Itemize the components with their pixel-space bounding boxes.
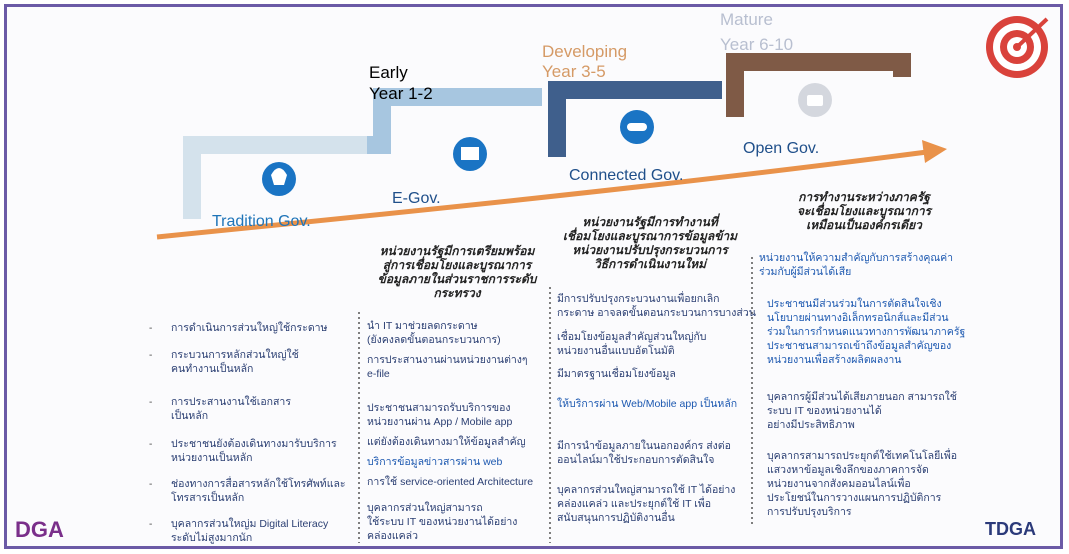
- tdga-logo: TDGA: [985, 519, 1036, 539]
- col1-item-6: บุคลากรส่วนใหญ่ม Digital Literacy ระดับไ…: [171, 518, 329, 544]
- col3-item-5: มีการนำข้อมูลภายในนอกองค์กร ส่งต่อ ออนไล…: [557, 440, 731, 466]
- col3-item-3: มีมาตรฐานเชื่อมโยงข้อมูล: [557, 368, 676, 380]
- col2-item-6: การใช้ service-oriented Architecture: [367, 476, 534, 488]
- stage-tradition-gov: Tradition Gov.: [212, 213, 311, 230]
- col3-item-2: เชื่อมโยงข้อมูลสำคัญส่วนใหญ่กับ หน่วยงาน…: [557, 331, 707, 357]
- maturity-staircase: [156, 16, 1049, 543]
- col2-item-3: ประชาชนสามารถรับบริการของ หน่วยงานผ่าน A…: [367, 402, 513, 428]
- col4-item-1: หน่วยงานให้ความสำคัญกับการสร้างคุณค่า ร่…: [759, 252, 954, 278]
- slide-stage: Early Year 1-2 Developing Year 3-5 Matur…: [7, 7, 1060, 546]
- col2-item-2: การประสานงานผ่านหน่วยงานต่างๆ e-file: [367, 354, 528, 380]
- level-mature-name: Mature: [720, 10, 773, 29]
- stage-connected-gov: Connected Gov.: [569, 167, 684, 184]
- step-tradition: [183, 136, 367, 219]
- col1-item-5: ช่องทางการสื่อสารหลักใช้โทรศัพท์และ โทรส…: [171, 478, 346, 504]
- col4-heading: การทำงานระหว่างภาครัฐ จะเชื่อมโยงและบูรณ…: [796, 190, 932, 232]
- step-open: [726, 53, 911, 117]
- col2-item-7: บุคลากรส่วนใหญ่สามารถ ใช้ระบบ IT ของหน่ว…: [367, 502, 518, 542]
- growth-arrowhead: [922, 140, 947, 163]
- growth-arrow: [156, 149, 928, 240]
- dga-logo: DGA: [15, 517, 64, 542]
- col4-item-3: บุคลากรผู้มีส่วนได้เสียภายนอก สามารถใช้ …: [767, 391, 957, 431]
- col3-item-6: บุคลากรส่วนใหญ่สามารถใช้ IT ได้อย่าง คล่…: [557, 484, 736, 524]
- col2-item-1: นำ IT มาช่วยลดกระดาษ (ยังคงลดขั้นตอนกระบ…: [367, 320, 501, 346]
- level-early-name: Early: [369, 63, 408, 82]
- col2-item-5: บริการข้อมูลข่าวสารผ่าน web: [367, 456, 503, 468]
- stage-e-gov: E-Gov.: [392, 190, 441, 207]
- col1-item-4: ประชาชนยังต้องเดินทางมารับบริการ หน่วยงา…: [171, 438, 337, 464]
- slide-frame: Early Year 1-2 Developing Year 3-5 Matur…: [4, 4, 1063, 549]
- col3-item-4: ให้บริการผ่าน Web/Mobile app เป็นหลัก: [557, 398, 738, 410]
- step-egov: [367, 88, 542, 154]
- level-mature-years: Year 6-10: [720, 35, 794, 54]
- col1-item-3: การประสานงานใช้เอกสาร เป็นหลัก: [171, 396, 291, 422]
- col3-item-1: มีการปรับปรุงกระบวนงานเพื่อยกเลิก กระดาษ…: [557, 293, 756, 319]
- stage-open-gov: Open Gov.: [743, 140, 820, 157]
- step-connected: [548, 81, 722, 157]
- target-icon: [986, 16, 1049, 78]
- col4-item-2: ประชาชนมีส่วนร่วมในการตัดสินใจเชิง นโยบา…: [767, 298, 966, 366]
- col1-item-2: กระบวนการหลักส่วนใหญ่ใช้ คนทำงานเป็นหลัก: [171, 349, 299, 375]
- col3-heading: หน่วยงานรัฐมีการทำงานที่ เชื่อมโยงและบูร…: [562, 215, 738, 271]
- level-developing-years: Year 3-5: [542, 62, 606, 81]
- level-early-years: Year 1-2: [369, 84, 433, 103]
- level-developing-name: Developing: [542, 42, 628, 61]
- col2-heading: หน่วยงานรัฐมีการเตรียมพร้อม สู่การเชื่อม…: [377, 244, 537, 300]
- col2-item-4: แต่ยังต้องเดินทางมาให้ข้อมูลสำคัญ: [367, 436, 526, 448]
- col1-item-1: การดำเนินการส่วนใหญ่ใช้กระดาษ: [171, 322, 328, 334]
- col4-item-4: บุคลากรสามารถประยุกต์ใช้เทคโนโลยีเพื่อ แ…: [767, 450, 958, 518]
